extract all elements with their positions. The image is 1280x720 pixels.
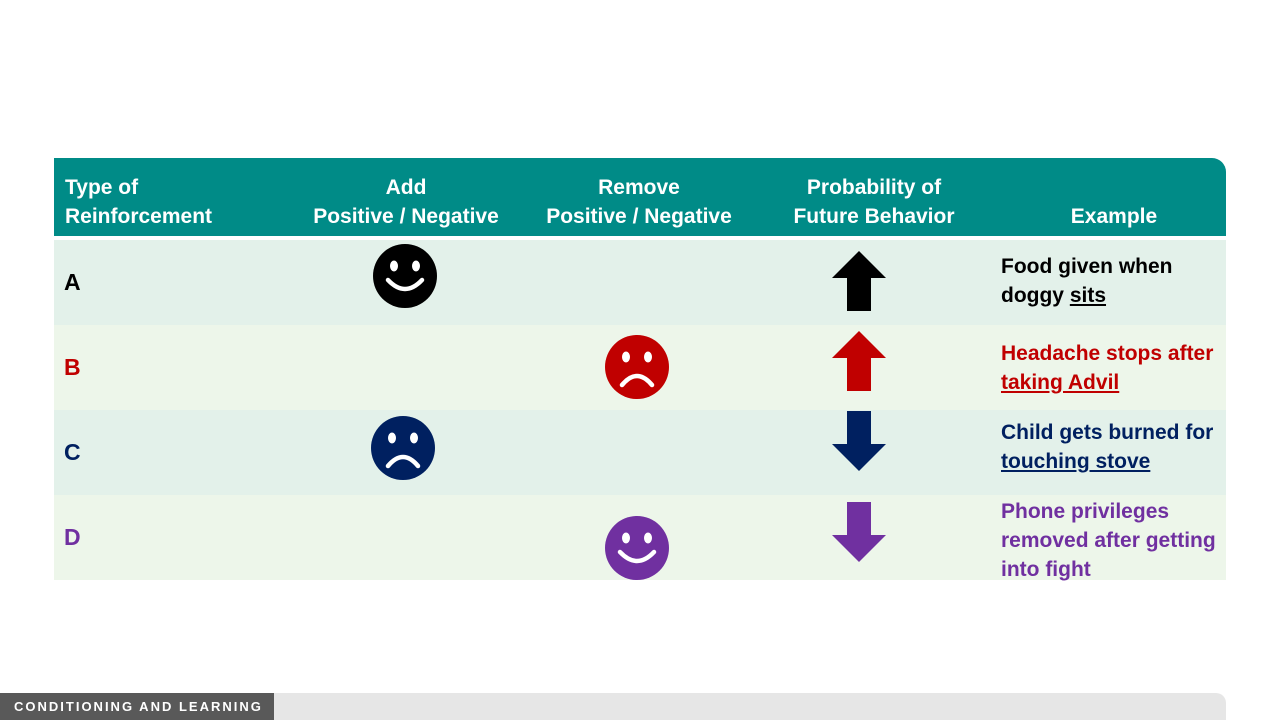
header-type: Type of Reinforcement (65, 176, 213, 228)
header-probability: Probability of Future Behavior (793, 176, 955, 228)
frown-face-icon (605, 335, 669, 399)
arrow-up-icon (832, 331, 886, 391)
row-example: Headache stops after taking Advil (1001, 339, 1226, 397)
row-example: Food given when doggy sits (1001, 252, 1226, 310)
header-add: Add Positive / Negative (313, 176, 499, 228)
row-type: B (64, 354, 81, 380)
arrow-down-icon (832, 411, 886, 471)
table-row: B Headache stops after taking Advil (54, 325, 1226, 410)
row-example: Child gets burned for touching stove (1001, 418, 1226, 476)
reinforcement-table: Type of Reinforcement Add Positive / Neg… (54, 158, 1226, 581)
footer-bar (274, 693, 1226, 720)
table-header: Type of Reinforcement Add Positive / Neg… (54, 158, 1226, 236)
table-row: A Food given when doggy sits (54, 240, 1226, 325)
row-example: Phone privileges removed after getting i… (1001, 497, 1226, 584)
header-remove: Remove Positive / Negative (546, 176, 732, 228)
table-body: A Food given when doggy sits (54, 240, 1226, 581)
frown-face-icon (371, 416, 435, 480)
smile-face-icon (605, 516, 669, 580)
table-row: C Child gets burned for touching sto (54, 410, 1226, 495)
arrow-up-icon (832, 251, 886, 311)
row-type: C (64, 439, 81, 465)
example-underline: sits (1069, 284, 1107, 307)
row-type: D (64, 524, 81, 550)
table-row: D Phone privileges removed after get (54, 495, 1226, 581)
row-type: A (64, 269, 81, 295)
example-underline: taking Advil (1001, 371, 1120, 394)
example-underline: touching stove (1001, 450, 1151, 473)
example-text: Child gets burned for (1001, 421, 1214, 444)
smile-face-icon (373, 244, 437, 308)
header-example: Example (1070, 205, 1158, 228)
example-text: Food given when doggy (1001, 255, 1173, 307)
footer-section-label: CONDITIONING AND LEARNING (0, 693, 274, 720)
example-text: Phone privileges removed after getting i… (1001, 500, 1216, 581)
arrow-down-icon (832, 502, 886, 562)
example-text: Headache stops after (1001, 342, 1214, 365)
